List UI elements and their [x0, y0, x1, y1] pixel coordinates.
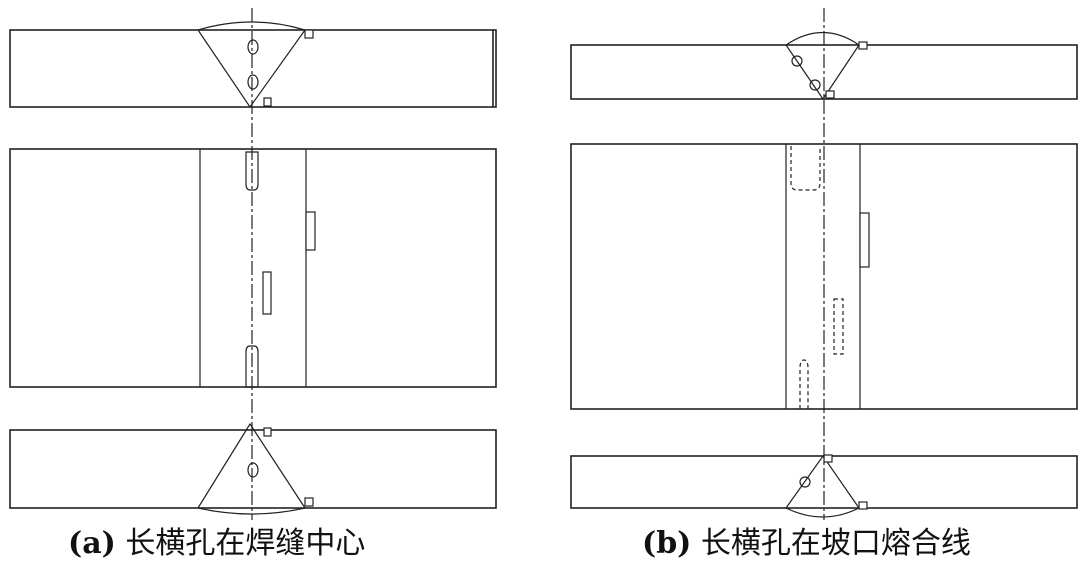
long-hole-mark: [247, 39, 259, 55]
caption-a: (a) 长横孔在焊缝中心: [68, 522, 365, 566]
caption-b-tag: (b): [642, 526, 692, 561]
caption-a-tag: (a): [68, 526, 116, 561]
long-hole-mark: [247, 74, 259, 90]
panel-b: [570, 8, 1078, 520]
panel-b-plan-view: [570, 143, 1078, 410]
long-hole-mark: [247, 462, 259, 478]
caption-b: (b) 长横孔在坡口熔合线: [642, 522, 971, 566]
long-hole-mark: [791, 55, 803, 67]
panel-a-top-section: [9, 21, 497, 109]
panel-a-plan-view: [9, 148, 497, 388]
caption-a-text: 长横孔在焊缝中心: [125, 526, 366, 561]
long-hole-mark: [809, 79, 821, 91]
panel-a: [9, 8, 497, 520]
long-hole-mark: [799, 476, 811, 488]
panel-a-bottom-section: [9, 422, 497, 515]
caption-b-text: 长横孔在坡口熔合线: [700, 526, 971, 561]
